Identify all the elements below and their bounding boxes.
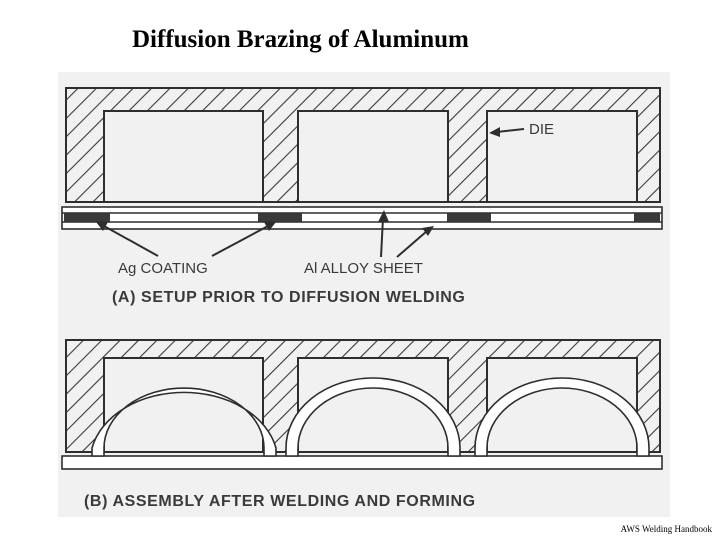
die-b — [65, 339, 661, 453]
source-credit: AWS Welding Handbook — [620, 524, 712, 534]
caption-b: (B) ASSEMBLY AFTER WELDING AND FORMING — [84, 493, 476, 510]
die-label-group: DIE — [489, 121, 554, 138]
sheet-arrows — [378, 210, 434, 258]
coating-arrows — [96, 222, 276, 257]
die-a — [65, 87, 661, 203]
figure-background — [58, 72, 670, 517]
caption-a: (A) SETUP PRIOR TO DIFFUSION WELDING — [112, 289, 465, 306]
sheet-stack-a — [61, 206, 663, 230]
ag-coating-spot — [447, 213, 491, 222]
formed-sheet-b — [61, 377, 663, 470]
ag-coating-spot — [634, 213, 660, 222]
slide-title: Diffusion Brazing of Aluminum — [132, 26, 469, 53]
ag-coating-spot — [64, 213, 110, 222]
ag-coating-label: Ag COATING — [118, 260, 208, 277]
die-label: DIE — [529, 121, 554, 138]
al-alloy-sheet-label: Al ALLOY SHEET — [304, 260, 423, 277]
ag-coating-spot — [258, 213, 302, 222]
